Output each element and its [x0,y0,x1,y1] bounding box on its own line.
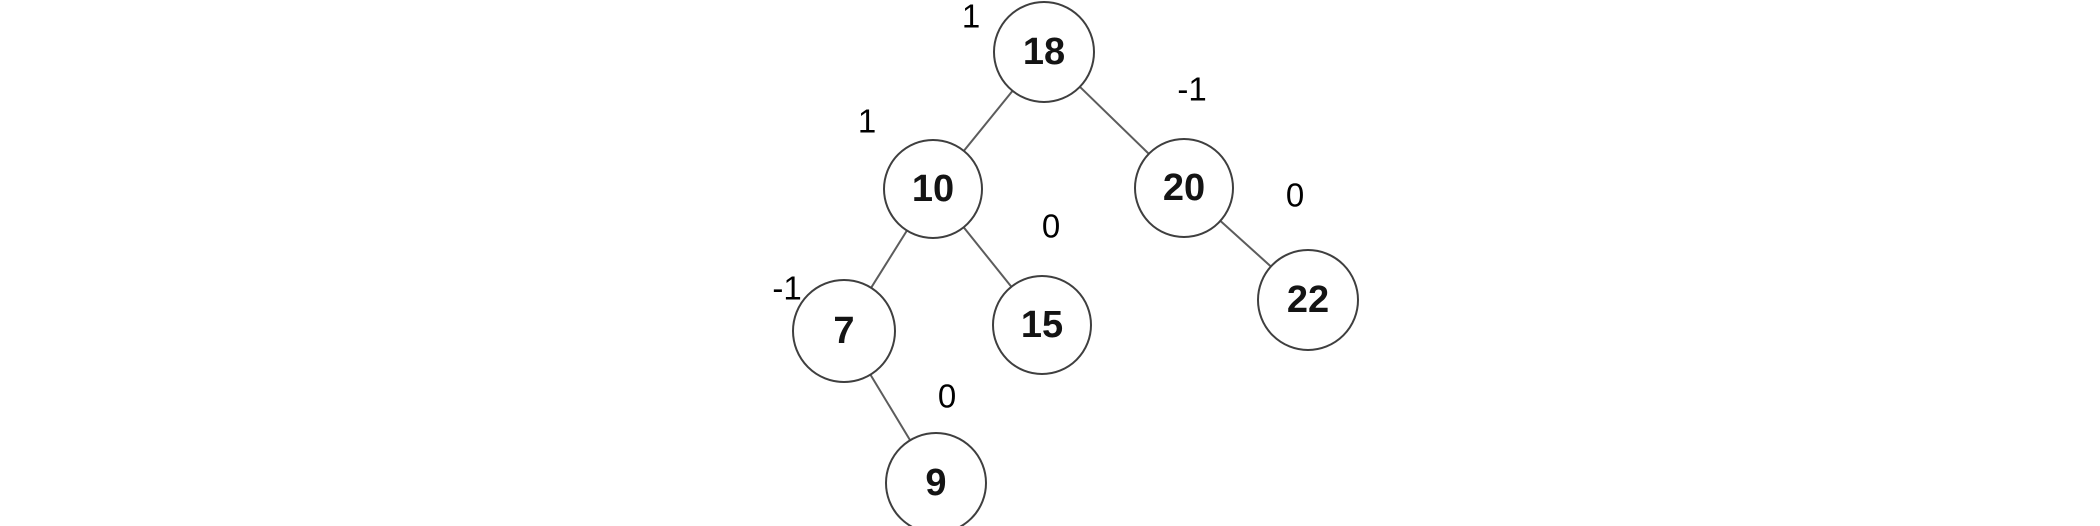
node-value-7: 7 [833,310,854,352]
balance-factor-label-15: 0 [1042,208,1060,245]
node-circle-15 [992,275,1092,375]
tree-node-20: 20 [1134,138,1234,238]
tree-edge-7-9 [869,374,911,441]
tree-node-18: 18 [993,1,1095,103]
balance-factor-label-18: 1 [962,0,980,35]
node-value-18: 18 [1023,31,1065,73]
tree-node-9: 9 [885,432,987,526]
node-value-10: 10 [912,168,954,210]
balance-factor-label-20: -1 [1177,71,1206,108]
node-circle-7 [792,279,896,383]
tree-edge-20-22 [1219,220,1272,268]
tree-node-22: 22 [1257,249,1359,351]
balance-factor-label-7: -1 [772,270,801,307]
tree-node-10: 10 [883,139,983,239]
tree-edge-18-10 [963,90,1014,152]
tree-edge-18-20 [1079,86,1150,155]
balance-factor-label-22: 0 [1286,177,1304,214]
node-circle-22 [1257,249,1359,351]
node-circle-9 [885,432,987,526]
node-value-15: 15 [1021,304,1063,346]
tree-node-15: 15 [992,275,1092,375]
node-value-9: 9 [925,462,946,504]
tree-edge-10-15 [962,226,1013,288]
node-value-22: 22 [1287,279,1329,321]
node-circle-10 [883,139,983,239]
tree-edge-10-7 [870,229,908,289]
node-circle-20 [1134,138,1234,238]
node-value-20: 20 [1163,167,1205,209]
tree-node-7: 7 [792,279,896,383]
balance-factor-label-10: 1 [858,103,876,140]
node-circle-18 [993,1,1095,103]
balance-factor-label-9: 0 [938,378,956,415]
